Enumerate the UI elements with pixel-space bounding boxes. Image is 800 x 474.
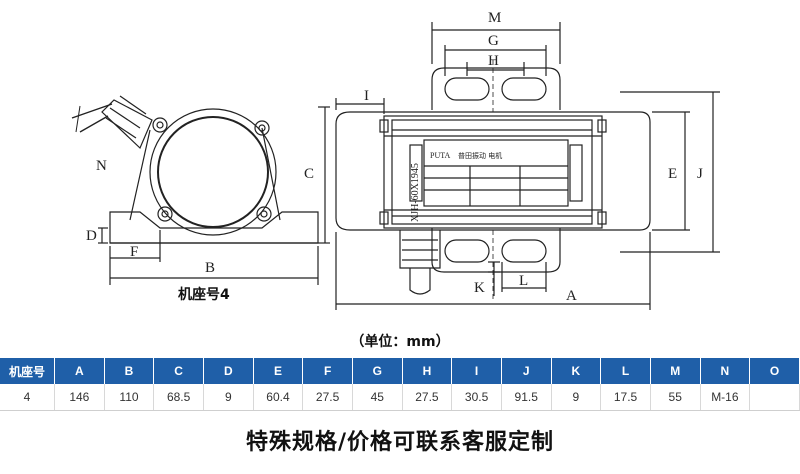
dim-label-h: H [488,53,499,69]
table-header: D [203,358,254,384]
table-header: A [54,358,105,384]
dim-label-j: J [697,166,703,182]
table-header: C [153,358,204,384]
dim-label-k: K [474,280,485,296]
table-cell: 60.4 [253,384,304,411]
dim-label-g: G [488,33,499,49]
dim-label-e: E [668,166,677,182]
table-cell: 45 [352,384,403,411]
table-cell: 17.5 [600,384,651,411]
dim-label-i: I [364,88,369,104]
table-header-row: 机座号 A B C D E F G H I J K L M N O [0,358,800,384]
dimension-table: 机座号 A B C D E F G H I J K L M N O 4 146 … [0,358,800,411]
dim-label-m: M [488,10,501,26]
dim-label-f: F [130,244,138,260]
table-cell: 91.5 [501,384,552,411]
table-cell: 4 [0,384,55,411]
dim-label-n: N [96,158,107,174]
table-header: 机座号 [0,358,55,384]
plate-maker: 普田振动 电机 [458,151,502,160]
table-header: E [253,358,304,384]
table-header: H [402,358,453,384]
technical-drawing: M G H I N C D F B E J K L A PUTA 普田振动 电机… [71,10,720,310]
table-cell: 27.5 [402,384,453,411]
table-header: G [352,358,403,384]
table-header: K [551,358,602,384]
table-cell: 27.5 [302,384,353,411]
table-cell: 9 [551,384,602,411]
table-header: L [600,358,651,384]
dim-label-c: C [304,166,314,182]
table-header: J [501,358,552,384]
table-cell: 9 [203,384,254,411]
table-header: B [104,358,155,384]
table-cell: 110 [104,384,155,411]
table-cell: 68.5 [153,384,204,411]
table-row: 4 146 110 68.5 9 60.4 27.5 45 27.5 30.5 … [0,384,800,411]
table-header: N [700,358,751,384]
table-header: M [650,358,701,384]
plate-brand: PUTA [430,151,450,160]
table-cell: 146 [54,384,105,411]
side-view [71,95,330,285]
table-cell: 55 [650,384,701,411]
table-header: I [451,358,502,384]
plate-model: XJH-60X1945 [410,163,421,222]
table-cell [749,384,800,411]
dim-label-d: D [86,228,97,244]
unit-label: （单位：mm） [350,334,450,350]
table-cell: M-16 [700,384,751,411]
dim-label-a: A [566,288,577,304]
custom-order-note: 特殊规格/价格可联系客服定制 [245,430,555,455]
table-header: O [749,358,800,384]
table-header: F [302,358,353,384]
frame-caption: 机座号4 [178,287,230,303]
table-cell: 30.5 [451,384,502,411]
dim-label-l: L [519,273,528,289]
dim-label-b: B [205,260,215,276]
top-view [335,22,720,310]
